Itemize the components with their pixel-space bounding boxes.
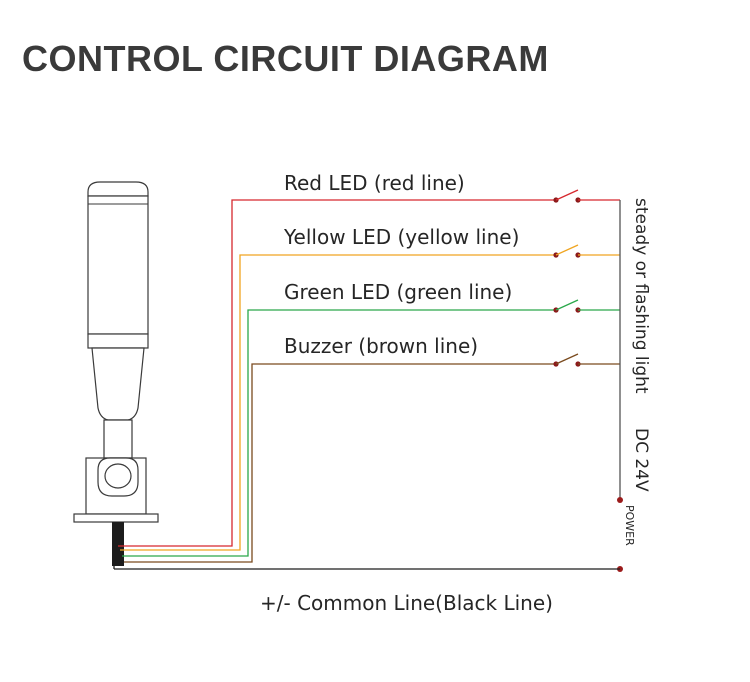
power-label: POWER xyxy=(623,505,636,546)
cable-sheath xyxy=(112,522,124,566)
signal-wires xyxy=(118,189,620,563)
wire-red xyxy=(118,199,556,547)
power-terminal-top xyxy=(617,497,623,503)
wire-green xyxy=(122,309,556,557)
wire-yellow xyxy=(120,254,556,551)
tower-neck xyxy=(103,419,133,459)
line-label-brown: Buzzer (brown line) xyxy=(284,334,478,358)
line-label-green: Green LED (green line) xyxy=(284,280,512,304)
tower-cap xyxy=(87,181,149,197)
voltage-label: DC 24V xyxy=(631,428,651,492)
page-title: CONTROL CIRCUIT DIAGRAM xyxy=(22,38,549,79)
common-line-label: +/- Common Line(Black Line) xyxy=(260,591,553,615)
tower-base xyxy=(91,347,145,421)
power-bus xyxy=(113,200,623,572)
line-label-red: Red LED (red line) xyxy=(284,171,465,195)
switch-arm-yellow xyxy=(555,244,579,256)
line-label-yellow: Yellow LED (yellow line) xyxy=(283,225,519,249)
tower-ring xyxy=(87,333,149,349)
switch-arm-brown xyxy=(555,353,579,365)
signal-tower xyxy=(73,181,159,566)
tower-mount-plate xyxy=(73,513,159,523)
tower-lens xyxy=(87,195,149,335)
switch-arm-green xyxy=(555,299,579,311)
wire-brown xyxy=(124,363,556,563)
switch-arm-red xyxy=(555,189,579,201)
mode-label: steady or flashing light xyxy=(631,198,651,394)
